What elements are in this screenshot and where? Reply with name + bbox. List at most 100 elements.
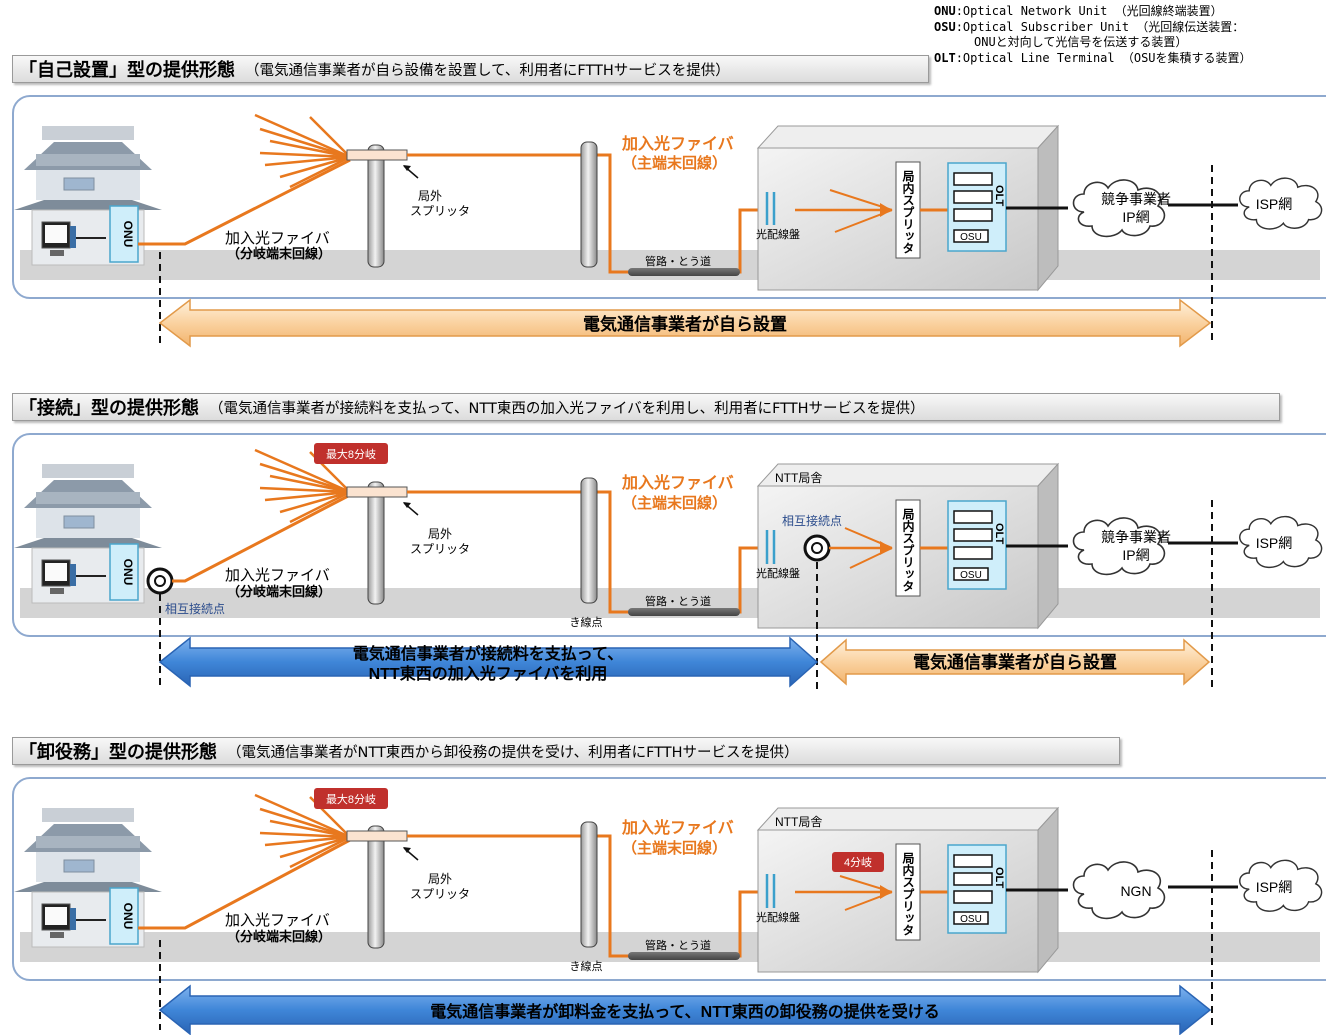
odf-label: 光配線盤 xyxy=(756,227,800,241)
self-installed-bar xyxy=(158,298,1212,348)
competitor-ip-label-2: IP網 xyxy=(1122,209,1149,225)
section-2-bar-right: 電気通信事業者が自ら設置 xyxy=(913,652,1117,672)
cut-point-label: き線点 xyxy=(570,615,603,629)
ntt-building-label: NTT局舎 xyxy=(775,471,822,485)
conduit xyxy=(628,608,740,616)
outside-splitter xyxy=(346,149,408,161)
utility-pole xyxy=(367,144,385,268)
conduit xyxy=(628,952,740,960)
ngn-label: NGN xyxy=(1120,883,1151,899)
utility-pole xyxy=(367,481,385,605)
section-3-title: 「卸役務」型の提供形態 xyxy=(19,742,217,763)
outside-splitter-label-1: 局外 xyxy=(418,189,442,203)
section-2-bar-left-1: 電気通信事業者が接続料を支払って、 xyxy=(353,644,623,663)
utility-pole xyxy=(580,821,598,948)
conduit-label: 管路・とう道 xyxy=(645,594,711,608)
odf-label: 光配線盤 xyxy=(756,910,800,924)
olt-label: OLT xyxy=(993,185,1005,206)
cloud-icon xyxy=(1072,179,1166,238)
split-4-badge xyxy=(832,852,884,872)
interconnection-bar xyxy=(158,636,819,688)
utility-pole xyxy=(367,825,385,949)
osu-box xyxy=(953,911,989,925)
odf-label: 光配線盤 xyxy=(756,566,800,580)
glossary: ONU:Optical Network Unit （光回線終端装置） OSU:O… xyxy=(934,4,1324,66)
section-3-bar-label: 電気通信事業者が卸料金を支払って、NTT東西の卸役務の提供を受ける xyxy=(430,1002,940,1021)
glossary-osu-def: :Optical Subscriber Unit （光回線伝送装置： xyxy=(955,19,1245,34)
isp-label: ISP網 xyxy=(1256,196,1293,212)
section-2-diagram: ONU 相互接続点 最大8分岐 管路・とう道 き線点 局外 スプリッタ 加入光フ… xyxy=(13,443,1323,690)
feeder-fiber-label-2: （主端末回線） xyxy=(622,494,727,512)
outside-splitter-label-2: スプリッタ xyxy=(410,542,470,556)
onu-box xyxy=(109,543,139,601)
max-split-label: 最大8分岐 xyxy=(326,447,376,461)
feeder-fiber-label-1: 加入光ファイバ xyxy=(621,818,734,837)
section-2-subtitle: （電気通信事業者が接続料を支払って、NTT東西の加入光ファイバを利用し、利用者に… xyxy=(209,400,925,417)
outside-splitter-label-1: 局外 xyxy=(428,872,452,886)
drop-fiber xyxy=(138,158,351,246)
section-2-header: 「接続」型の提供形態 （電気通信事業者が接続料を支払って、NTT東西の加入光ファ… xyxy=(12,393,1280,421)
drop-fiber-label-1: 加入光ファイバ xyxy=(225,230,330,247)
section-2-bar-left-2: NTT東西の加入光ファイバを利用 xyxy=(369,664,608,683)
outside-splitter xyxy=(346,830,408,842)
conduit-label: 管路・とう道 xyxy=(645,254,711,268)
outside-splitter xyxy=(346,486,408,498)
office-splitter-box xyxy=(895,843,921,941)
drop-fiber-label-2: （分岐端末回線） xyxy=(227,246,331,261)
max-split-label: 最大8分岐 xyxy=(326,792,376,806)
osu-box xyxy=(953,229,989,243)
olt-label: OLT xyxy=(993,523,1005,544)
section-3-subtitle: （電気通信事業者がNTT東西から卸役務の提供を受け、利用者にFTTHサービスを提… xyxy=(227,744,799,761)
outside-splitter-label-2: スプリッタ xyxy=(410,887,470,901)
office-splitter-label: 局内スプリッタ xyxy=(901,170,915,254)
section-3-header: 「卸役務」型の提供形態 （電気通信事業者がNTT東西から卸役務の提供を受け、利用… xyxy=(12,737,1120,765)
house-icon xyxy=(13,463,163,604)
section-2-title: 「接続」型の提供形態 xyxy=(19,398,199,419)
osu-box xyxy=(953,567,989,581)
conduit xyxy=(628,268,740,276)
osu-label: OSU xyxy=(960,232,982,243)
cut-point-label: き線点 xyxy=(570,959,603,973)
isp-label: ISP網 xyxy=(1256,535,1293,551)
onu-label: ONU xyxy=(121,559,135,586)
glossary-osu-term: OSU xyxy=(934,19,956,34)
outside-splitter-label-2: スプリッタ xyxy=(410,204,470,218)
max-split-badge xyxy=(314,788,388,809)
drop-fiber-label-2: （分岐端末回線） xyxy=(227,584,331,599)
section-3-diagram: ONU 最大8分岐 管路・とう道 き線点 局外 スプリッタ 加入光ファイバ （分… xyxy=(13,788,1323,1035)
utility-pole xyxy=(580,141,598,268)
competitor-ip-label-2: IP網 xyxy=(1122,547,1149,563)
wholesale-bar xyxy=(158,984,1212,1035)
feeder-fiber-label-2: （主端末回線） xyxy=(622,154,727,172)
section-1-bar-label: 電気通信事業者が自ら設置 xyxy=(583,314,787,334)
interconnection-label: 相互接続点 xyxy=(782,513,842,528)
section-1-header: 「自己設置」型の提供形態 （電気通信事業者が自ら設備を設置して、利用者にFTTH… xyxy=(12,55,929,83)
onu-box xyxy=(109,205,139,263)
olt-label: OLT xyxy=(993,867,1005,888)
onu-label: ONU xyxy=(121,903,135,930)
interconnection-label: 相互接続点 xyxy=(165,601,225,616)
ntt-building-label: NTT局舎 xyxy=(775,815,822,829)
feeder-fiber-label-1: 加入光ファイバ xyxy=(621,473,734,492)
splitter-fan xyxy=(253,113,352,189)
feeder-fiber-label-1: 加入光ファイバ xyxy=(621,134,734,153)
isp-label: ISP網 xyxy=(1256,879,1293,895)
cloud-icon xyxy=(1072,517,1166,576)
max-split-badge xyxy=(314,443,388,464)
feeder-fiber-label-2: （主端末回線） xyxy=(622,839,727,857)
glossary-osu-def2: ONUと対向して光信号を伝送する装置） xyxy=(974,35,1188,49)
office-splitter-box xyxy=(895,499,921,597)
section-1-diagram: ONU 管路・とう道 局外 スプリッタ 加入光ファイバ （分岐端末回線） 加入光… xyxy=(13,113,1323,348)
osu-label: OSU xyxy=(960,570,982,581)
section-1-title: 「自己設置」型の提供形態 xyxy=(19,60,235,81)
onu-box xyxy=(109,887,139,945)
competitor-ip-label-1: 競争事業者 xyxy=(1101,529,1171,545)
glossary-onu-def: :Optical Network Unit （光回線終端装置） xyxy=(955,4,1223,18)
outside-splitter-label-1: 局外 xyxy=(428,527,452,541)
drop-fiber-label-2: （分岐端末回線） xyxy=(227,929,331,944)
inside-splitter-fan xyxy=(795,189,893,233)
office-splitter-label: 局内スプリッタ xyxy=(901,508,915,592)
glossary-olt-term: OLT xyxy=(934,50,956,65)
onu-label: ONU xyxy=(121,221,135,248)
